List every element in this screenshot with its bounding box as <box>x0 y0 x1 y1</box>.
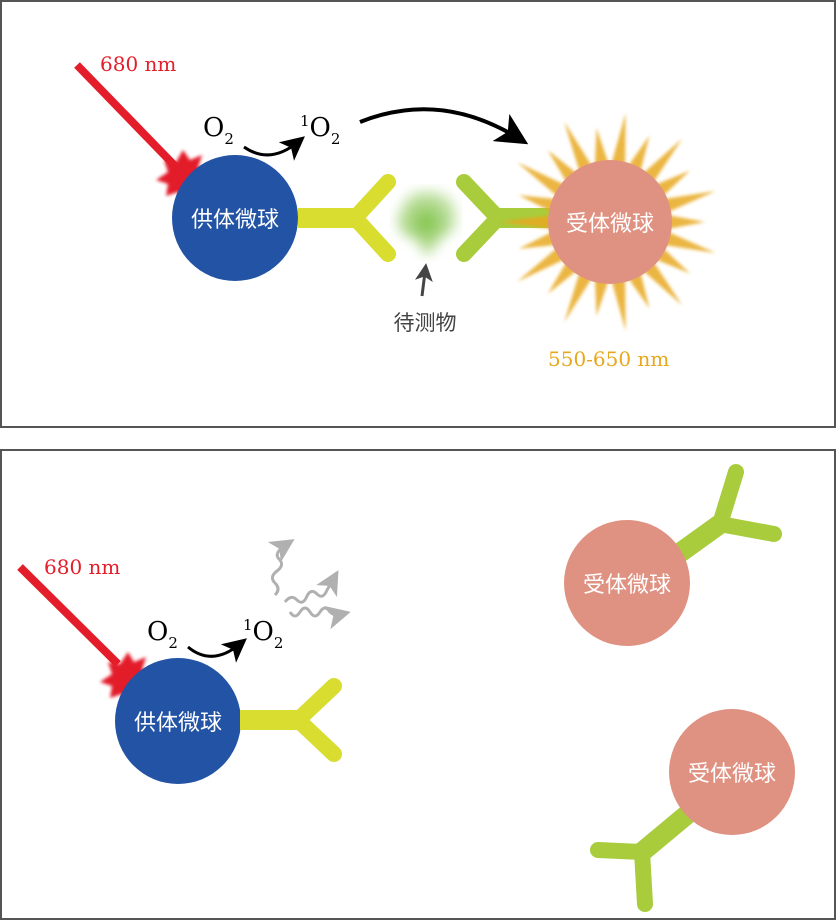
emission-spike <box>667 215 705 229</box>
top-panel: 680 nm 供体微球 受体微球 550-650 nm O2 1O2 待测物 <box>0 0 836 428</box>
bottom-panel: 680 nm 供体微球 O2 1O2 受体微球 受体微球 <box>0 449 836 920</box>
emission-spike <box>663 231 716 253</box>
emission-spike <box>518 195 557 213</box>
oxygen-label: O2 <box>147 617 178 652</box>
emission-spike <box>611 113 626 166</box>
laser-beam <box>17 564 121 667</box>
emission-spike <box>594 278 609 317</box>
acceptor-label: 受体微球 <box>688 762 776 787</box>
acceptor-label: 受体微球 <box>566 212 654 237</box>
transfer-arrow <box>359 107 529 145</box>
acceptor-bead <box>548 160 672 284</box>
emission-spike <box>642 260 683 306</box>
emission-spike <box>564 271 593 323</box>
emission-spike <box>663 191 716 213</box>
analyte-pointer-arrow <box>414 263 433 297</box>
emission-spike <box>642 138 683 184</box>
emission-spike <box>627 135 650 173</box>
emission-spike <box>611 278 626 331</box>
donor-bead <box>172 155 298 281</box>
laser-label: 680 nm <box>44 555 120 579</box>
analyte-blob <box>396 190 457 255</box>
laser-beam <box>74 62 178 169</box>
donor-antibody <box>298 174 396 262</box>
oxygen-label: O2 <box>203 113 234 148</box>
singlet-oxygen-label: 1O2 <box>300 112 340 148</box>
emission-spike <box>594 127 609 166</box>
decay-wave-icon <box>267 539 351 630</box>
emission-spike <box>654 170 690 197</box>
acceptor-bead <box>669 709 795 835</box>
donor-antibody <box>240 678 342 762</box>
acceptor-bead <box>564 520 690 646</box>
donor-label: 供体微球 <box>134 711 222 736</box>
emission-spike <box>564 121 593 173</box>
conversion-arrow <box>187 638 247 663</box>
emission-spike <box>517 247 566 282</box>
emission-spike <box>627 271 650 309</box>
emission-spike <box>518 231 557 249</box>
singlet-oxygen-label: 1O2 <box>243 616 283 652</box>
emission-spike <box>500 215 553 229</box>
acceptor-label: 受体微球 <box>583 573 671 598</box>
emission-spike <box>654 247 690 274</box>
donor-bead <box>115 658 241 784</box>
donor-label: 供体微球 <box>191 208 279 233</box>
analyte-label: 待测物 <box>394 311 457 335</box>
emission-spike <box>517 162 566 197</box>
acceptor-antibody <box>590 804 697 912</box>
emission-label: 550-650 nm <box>548 347 669 371</box>
laser-label: 680 nm <box>100 52 176 76</box>
conversion-arrow <box>243 136 305 161</box>
